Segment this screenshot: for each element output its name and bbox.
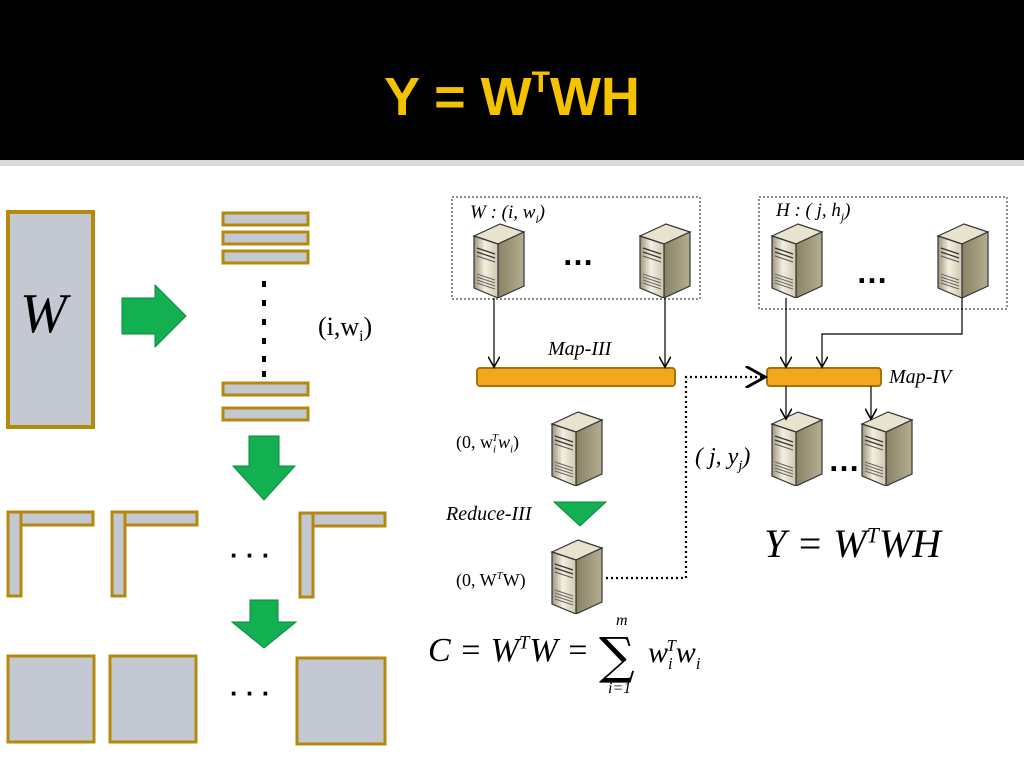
slide-title: Y = WTWH <box>384 66 640 127</box>
arrow-line <box>822 298 963 366</box>
server-icon <box>771 223 823 298</box>
server-icon <box>551 539 603 614</box>
map-iii-label: Map-III <box>548 338 612 360</box>
outer-product-squares <box>6 654 387 746</box>
title-divider <box>0 160 1024 166</box>
w-matrix <box>6 210 95 429</box>
w-group-label: W : (i, wi) <box>470 202 545 226</box>
jy-label: ( j, yj) <box>695 444 751 474</box>
c-equation-terms: wiTwi <box>648 636 701 673</box>
outer-product-shapes <box>6 510 387 599</box>
w-label: W <box>20 283 67 345</box>
y-equation: Y = WTWH <box>764 521 942 566</box>
w-server-group <box>451 196 701 300</box>
output-wtw-i-label: (0, wiTwi) <box>456 432 520 456</box>
ellipsis: · · · <box>230 678 271 708</box>
vertical-dots <box>262 281 266 377</box>
server-icon <box>551 411 603 486</box>
c-equation: C = WTW = <box>428 632 590 669</box>
green-arrow-down-icon <box>231 435 297 501</box>
sum-bottom: i=1 <box>608 680 632 697</box>
map-iii-bar <box>476 367 676 387</box>
reduce-iii-label: Reduce-III <box>446 503 532 525</box>
row-label: (i,wi) <box>318 312 373 346</box>
server-icon <box>771 411 823 486</box>
server-icon <box>937 223 989 298</box>
sum-top: m <box>616 612 628 629</box>
server-icon <box>861 411 913 486</box>
title-bar <box>0 0 1024 160</box>
map-iv-bar <box>766 367 882 387</box>
h-group-label: H : ( j, hj) <box>776 200 851 224</box>
map-iv-label: Map-IV <box>889 366 952 388</box>
green-arrow-right-icon <box>121 283 187 349</box>
h-server-group <box>758 196 1008 310</box>
ellipsis: … <box>562 236 594 272</box>
dotted-connector <box>606 377 763 580</box>
server-icon <box>473 223 525 298</box>
ellipsis: … <box>828 442 860 478</box>
server-icon <box>639 223 691 298</box>
ellipsis: … <box>856 254 888 290</box>
green-arrow-down-icon <box>230 599 298 649</box>
sum-symbol: ∑ <box>599 627 635 685</box>
ellipsis: · · · <box>230 540 271 570</box>
row-strips <box>221 211 310 422</box>
reduce-triangle-icon <box>552 501 608 527</box>
output-wtw-label: (0, WTW) <box>456 570 526 590</box>
